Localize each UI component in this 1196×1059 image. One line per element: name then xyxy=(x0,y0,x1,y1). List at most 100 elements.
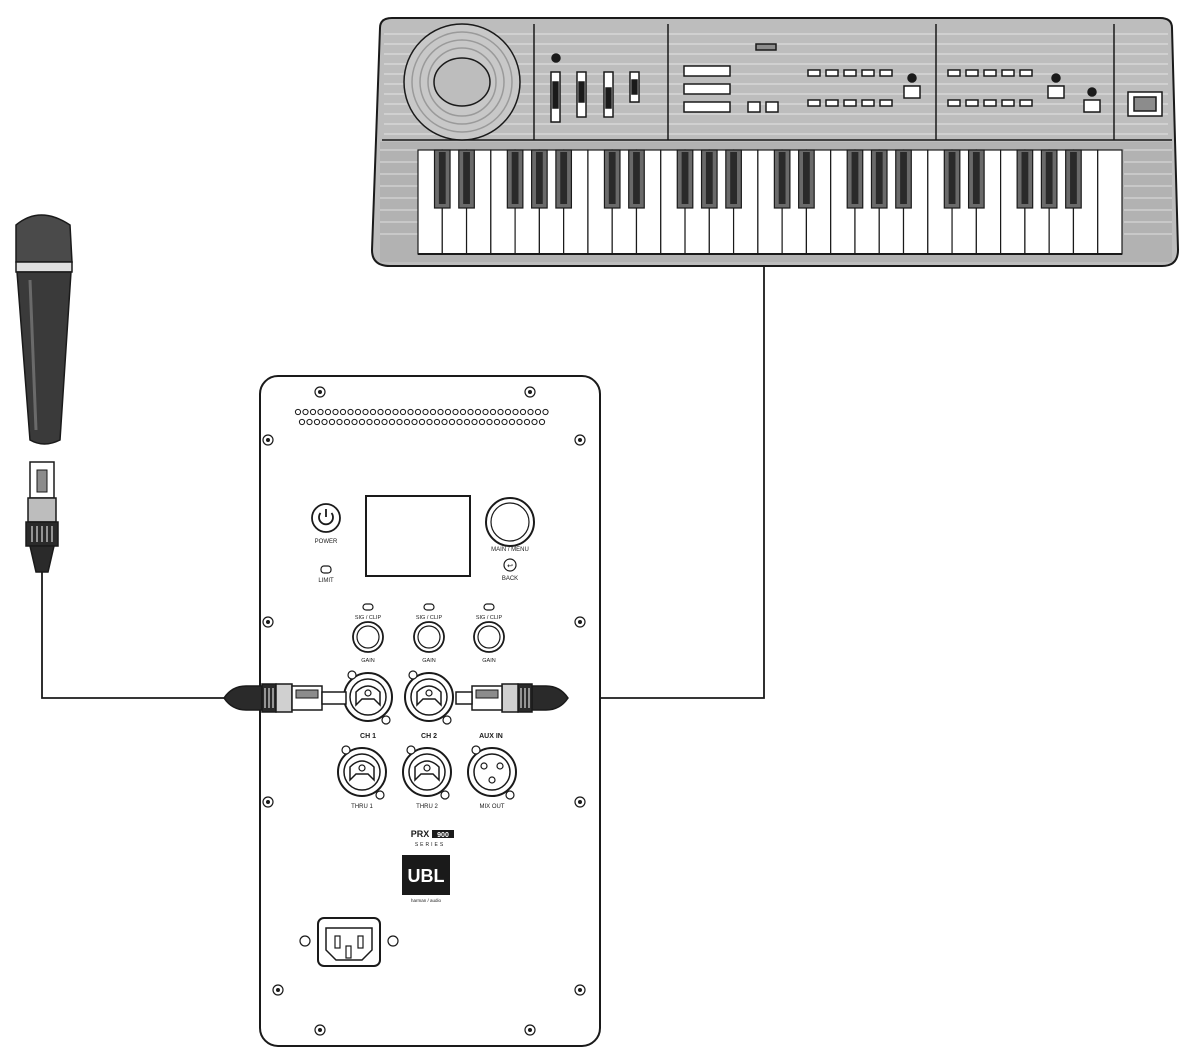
vent-hole xyxy=(418,418,426,426)
ch1-gain-knob[interactable] xyxy=(352,621,384,653)
thru2-screw-icon xyxy=(440,790,450,800)
vent-hole xyxy=(459,408,467,416)
inlet-screw-icon xyxy=(299,935,311,947)
black-key-shade xyxy=(463,152,470,204)
inlet-screw-icon xyxy=(387,935,399,947)
vent-hole xyxy=(482,408,489,416)
vent-hole xyxy=(504,408,512,416)
series-sub: SERIES xyxy=(415,842,445,848)
black-key-shade xyxy=(438,152,446,204)
vent-hole xyxy=(493,418,501,426)
vent-hole xyxy=(377,408,384,416)
black-key-shade xyxy=(900,152,907,204)
mic-cable xyxy=(41,572,224,699)
black-key-shade xyxy=(948,152,956,204)
vent-hole xyxy=(448,418,456,426)
vent-hole xyxy=(437,408,444,416)
vent-hole xyxy=(392,408,399,416)
vent-hole xyxy=(452,408,459,416)
vent-hole xyxy=(396,418,403,426)
thru2-jack[interactable] xyxy=(402,745,452,800)
vent-hole xyxy=(512,408,519,416)
ch2-screw-icon xyxy=(442,715,452,725)
vent-hole xyxy=(429,408,437,416)
vent-hole xyxy=(362,408,369,416)
vent-hole xyxy=(339,408,347,416)
thru1-label: THRU 1 xyxy=(351,804,373,810)
ch2-input-jack[interactable] xyxy=(404,670,454,725)
keyboard-speaker-icon xyxy=(403,23,521,141)
ch2-gain-knob[interactable] xyxy=(413,621,445,653)
vent-hole xyxy=(411,418,418,426)
vent-hole xyxy=(369,408,377,416)
ch1-sig-clip-label: SIG / CLIP xyxy=(355,615,382,621)
white-key xyxy=(1097,149,1123,255)
black-key-shade xyxy=(730,152,737,204)
back-arrow-icon: ↩ xyxy=(507,563,513,570)
vent-hole xyxy=(358,418,366,426)
ch2-screw-icon xyxy=(408,670,418,680)
aux-sig-clip-label: SIG / CLIP xyxy=(476,615,503,621)
vent-hole xyxy=(542,408,549,416)
series-badge: PRX 900 SERIES xyxy=(411,829,454,848)
series-brand: PRX xyxy=(411,829,430,839)
screw-center xyxy=(318,1028,322,1032)
black-key-shade xyxy=(608,152,616,204)
black-key-shade xyxy=(511,152,519,204)
brand-logo: UBL harman / audio xyxy=(402,855,450,903)
mix-out-label: MIX OUT xyxy=(480,804,505,810)
vent-hole xyxy=(422,408,429,416)
black-key-shade xyxy=(1045,152,1053,204)
back-button[interactable]: ↩ xyxy=(503,558,517,572)
vent-hole xyxy=(508,418,516,426)
power-inlet[interactable] xyxy=(299,917,399,967)
vent-hole xyxy=(534,408,542,416)
aux-gain-group: SIG / CLIP GAIN xyxy=(473,603,505,664)
screw-center xyxy=(528,390,532,394)
screw-center xyxy=(578,620,582,624)
vent-hole xyxy=(527,408,534,416)
main-menu-knob[interactable] xyxy=(485,497,535,547)
screw-center xyxy=(276,988,280,992)
mic-xlr-plug xyxy=(223,683,347,713)
black-key-shade xyxy=(535,152,543,204)
ch2-sig-clip-led xyxy=(423,603,435,611)
vent-hole xyxy=(531,418,538,426)
aux-in-label: AUX IN xyxy=(479,733,503,740)
black-key-shade xyxy=(705,152,713,204)
vent-hole xyxy=(321,418,328,426)
vent-hole xyxy=(366,418,373,426)
power-button[interactable] xyxy=(311,503,341,533)
vent-hole xyxy=(381,418,388,426)
screw-center xyxy=(578,438,582,442)
vent-hole xyxy=(444,408,452,416)
vent-hole xyxy=(343,418,351,426)
power-label: POWER xyxy=(315,539,338,545)
vent-hole xyxy=(519,408,527,416)
black-key-shade xyxy=(778,152,786,204)
ch1-input-jack[interactable] xyxy=(343,670,393,725)
ch2-gain-label: GAIN xyxy=(422,658,435,664)
screw-center xyxy=(266,438,270,442)
vent-grille xyxy=(294,408,549,426)
thru1-screw-icon xyxy=(341,745,351,755)
logo-text: UBL xyxy=(408,866,445,886)
thru1-screw-icon xyxy=(375,790,385,800)
screw-center xyxy=(318,390,322,394)
vent-hole xyxy=(474,408,482,416)
mix-out-jack[interactable] xyxy=(467,745,517,800)
black-key-shade xyxy=(681,152,689,204)
vent-hole xyxy=(347,408,354,416)
cables xyxy=(41,266,765,699)
vent-hole xyxy=(489,408,497,416)
ch1-gain-label: GAIN xyxy=(361,658,374,664)
thru1-jack[interactable] xyxy=(337,745,387,800)
vent-hole xyxy=(403,418,411,426)
keyboard xyxy=(370,17,1180,267)
vent-hole xyxy=(463,418,471,426)
vent-hole xyxy=(399,408,407,416)
vent-hole xyxy=(294,408,302,416)
vent-hole xyxy=(354,408,362,416)
aux-gain-knob[interactable] xyxy=(473,621,505,653)
